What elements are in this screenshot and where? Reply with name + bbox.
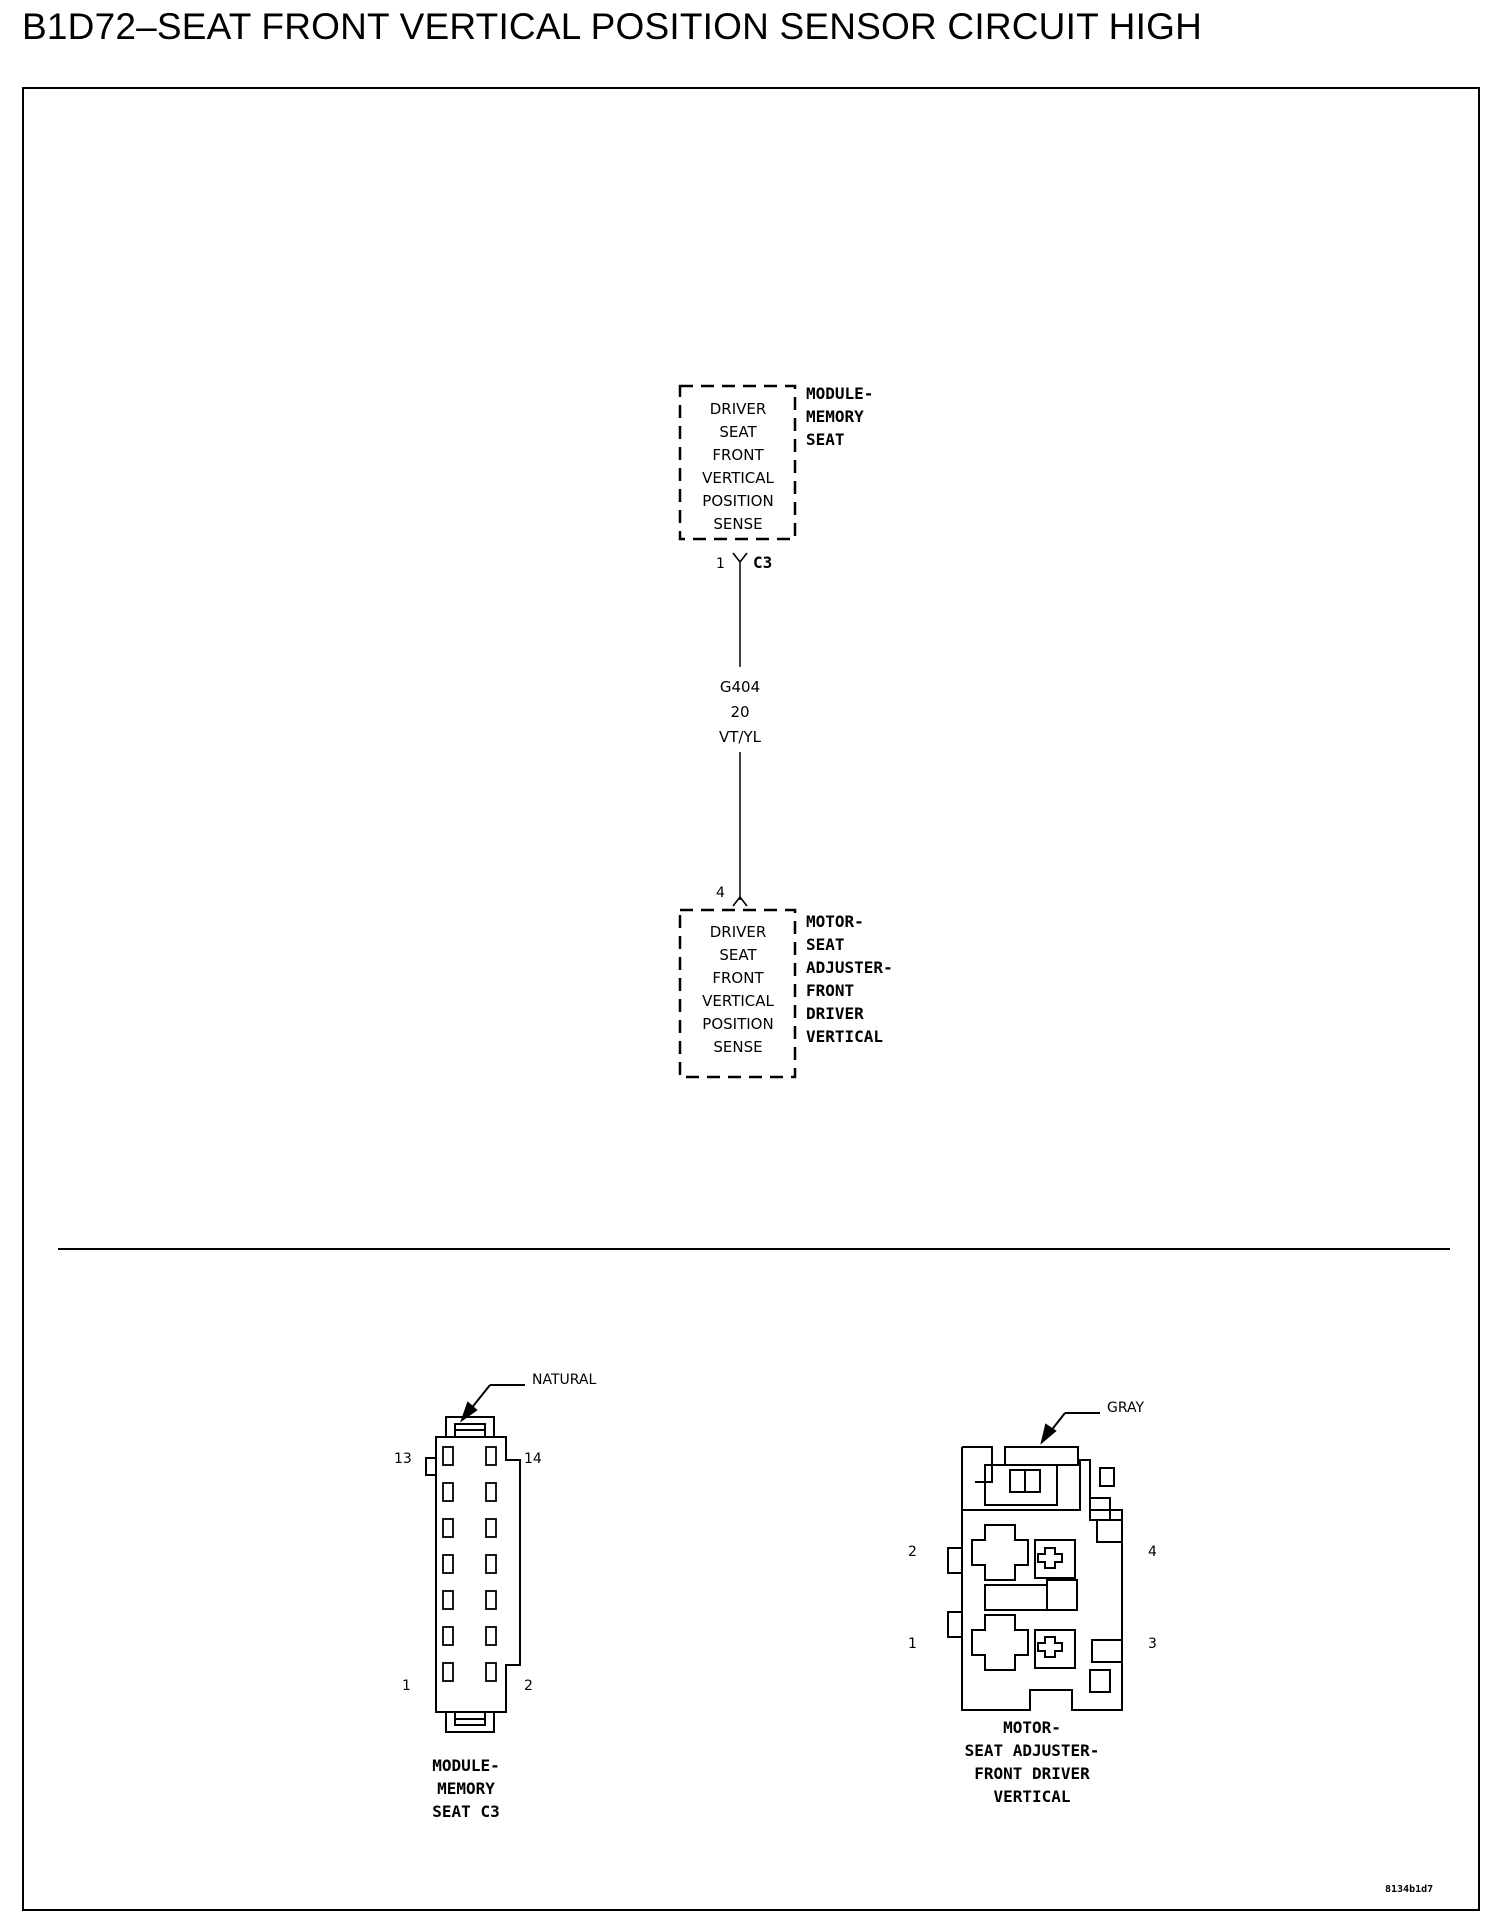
gray-arrow-icon [1040,1423,1057,1445]
cavity [485,1446,497,1466]
module-box-line-1: DRIVER [710,400,767,418]
module-memory-seat: DRIVER SEAT FRONT VERTICAL POSITION SENS… [678,384,873,541]
c3-name-line-3: SEAT C3 [432,1802,499,1821]
c3-pin-14: 14 [524,1451,542,1467]
module-name-line-3: SEAT [806,430,845,449]
cavity [442,1482,454,1502]
natural-leader-diagonal [469,1384,491,1411]
motor-pin-1: 1 [908,1636,917,1652]
module-box-line-3: FRONT [712,446,764,464]
cavity [485,1554,497,1574]
motor-box-line-6: SENSE [713,1038,762,1056]
motor-box-line-3: FRONT [712,969,764,987]
c3-cavities [442,1446,497,1682]
motor-middle-rib [984,1584,1048,1611]
c3-pin-13: 13 [394,1451,412,1467]
motor-view-name-line-3: FRONT DRIVER [974,1764,1090,1783]
motor-name-line-6: VERTICAL [806,1027,883,1046]
connector-c3-view [425,1384,525,1733]
connector-motor-view [947,1412,1123,1711]
cavity [442,1626,454,1646]
motor-cavity-upper [971,1524,1029,1581]
motor-terminal: 4 [716,885,748,907]
cavity [442,1590,454,1610]
female-terminal-icon [732,552,748,564]
wire-circuit-label: G404 [720,678,760,696]
motor-name-line-5: DRIVER [806,1004,864,1023]
motor-name-line-2: SEAT [806,935,845,954]
motor-cavity-lower-right [1034,1629,1076,1669]
motor-left-tab-lower [947,1611,963,1638]
module-box-line-4: VERTICAL [702,469,774,487]
motor-body-right-block [1096,1519,1123,1543]
diagram-frame [22,87,1480,1911]
module-terminal: 1 C3 [716,552,772,572]
cavity [485,1662,497,1682]
motor-middle-block [1046,1579,1078,1611]
motor-box-line-2: SEAT [719,946,757,964]
cavity [442,1662,454,1682]
cavity [442,1446,454,1466]
motor-lower-right-block [1091,1639,1123,1663]
motor-seat-adjuster-box [678,908,797,1079]
c3-bottom-latch [445,1711,495,1733]
page-title: B1D72–SEAT FRONT VERTICAL POSITION SENSO… [22,6,1202,47]
motor-name-line-1: MOTOR- [806,912,864,931]
cavity [442,1518,454,1538]
c3-pin-1: 1 [402,1678,411,1694]
motor-housing-top-block [984,1464,1058,1506]
motor-view-name-line-2: SEAT ADJUSTER- [965,1741,1100,1760]
motor-color-label: GRAY [1107,1400,1144,1416]
motor-cavity-upper-small-cross [1037,1547,1063,1569]
motor-pin-4: 4 [1148,1544,1157,1560]
cavity [485,1482,497,1502]
cavity [485,1590,497,1610]
motor-box-line-5: POSITION [702,1015,773,1033]
motor-left-tab-upper [947,1547,963,1574]
module-box-line-5: POSITION [702,492,773,510]
cavity [442,1554,454,1574]
motor-pin-label: 4 [716,885,725,901]
c3-body [425,1436,521,1713]
motor-seat-adjuster: DRIVER SEAT FRONT VERTICAL POSITION SENS… [678,908,893,1079]
module-connector-label: C3 [753,553,772,572]
motor-view-name-line-1: MOTOR- [1003,1718,1061,1737]
motor-bottom-right-block [1089,1669,1111,1693]
male-terminal-icon [732,895,748,907]
c3-name-line-2: MEMORY [437,1779,495,1798]
module-box-line-6: SENSE [713,515,762,533]
motor-housing-top-right-tab [1099,1467,1115,1487]
module-name-line-1: MODULE- [806,384,873,403]
wire-color-label: VT/YL [719,728,762,746]
motor-pin-3: 3 [1148,1636,1157,1652]
module-name-line-2: MEMORY [806,407,864,426]
motor-cavity-upper-right [1034,1539,1076,1579]
c3-pin-2: 2 [524,1678,533,1694]
c3-color-label: NATURAL [532,1372,596,1388]
module-memory-seat-box [678,384,797,541]
cavity [485,1518,497,1538]
c3-top-latch [445,1416,495,1438]
motor-body [961,1447,1123,1711]
motor-box-line-4: VERTICAL [702,992,774,1010]
motor-view-name-line-4: VERTICAL [993,1787,1070,1806]
natural-arrow-icon [460,1401,478,1423]
reference-code: 8134b1d7 [1385,1884,1433,1895]
motor-name-line-3: ADJUSTER- [806,958,893,977]
motor-pin-2: 2 [908,1544,917,1560]
module-box-line-2: SEAT [719,423,757,441]
wire-gauge-label: 20 [730,703,749,721]
c3-name-line-1: MODULE- [432,1756,499,1775]
motor-cavity-lower-small-cross [1037,1636,1063,1658]
cavity [485,1626,497,1646]
wire-g404: G404 20 VT/YL [719,562,762,900]
motor-housing-top-rib [1004,1446,1079,1466]
motor-cavity-lower [971,1614,1029,1671]
module-pin-label: 1 [716,556,725,572]
motor-name-line-4: FRONT [806,981,854,1000]
motor-box-line-1: DRIVER [710,923,767,941]
